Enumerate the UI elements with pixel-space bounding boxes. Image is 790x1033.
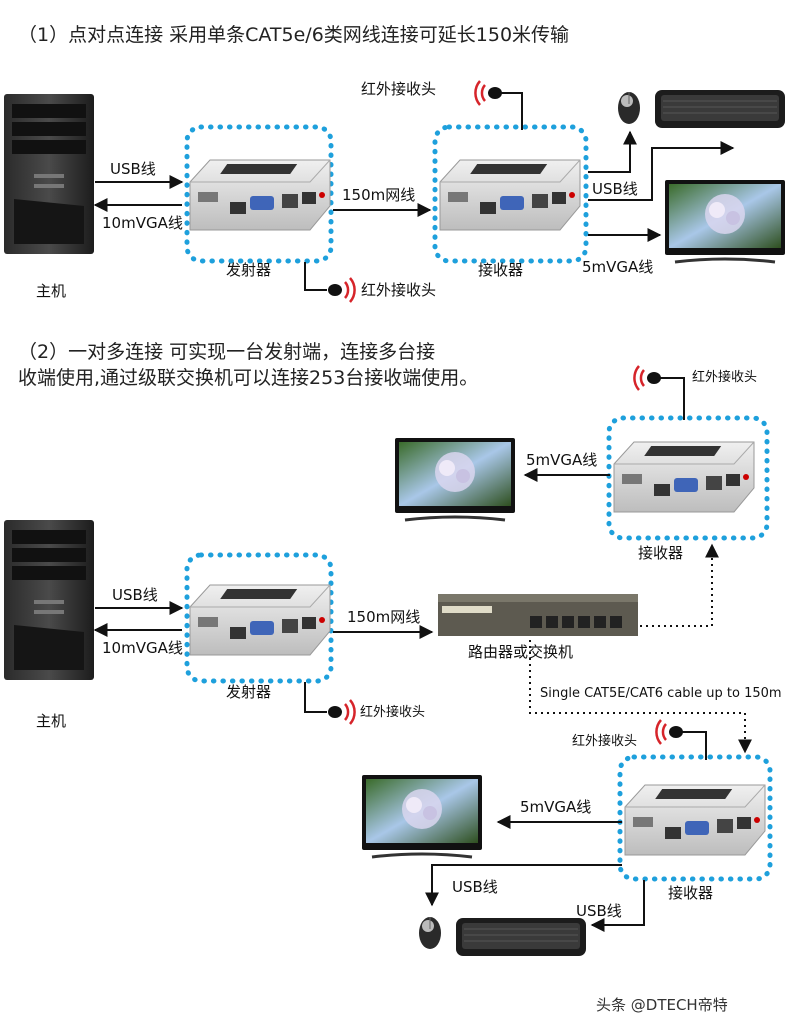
receiver-frame bbox=[432, 124, 589, 264]
section2-receiver2-usb-kb-label: USB线 bbox=[576, 902, 622, 920]
monitor-icon bbox=[663, 178, 787, 264]
section2-switch-label: 路由器或交换机 bbox=[468, 643, 574, 661]
usb-keyboard-arrow bbox=[588, 141, 735, 201]
watermark: 头条 @DTECH帝特 bbox=[596, 996, 728, 1014]
section1-transmitter-label: 发射器 bbox=[226, 261, 272, 279]
section2-ir-transmitter-label: 红外接收头 bbox=[360, 705, 426, 720]
receiver2-keyboard-icon bbox=[455, 917, 587, 957]
ir-sensor-transmitter-icon bbox=[326, 698, 356, 726]
section1 bbox=[4, 79, 787, 304]
usb-mouse-arrow bbox=[588, 130, 637, 173]
section2-receiver2-ir-label: 红外接收头 bbox=[572, 734, 638, 749]
receiver1-monitor-icon bbox=[393, 436, 517, 522]
section2-receiver1-vga-label: 5mVGA线 bbox=[526, 451, 598, 469]
receiver2-device-icon bbox=[624, 784, 766, 856]
section2-cable-note: Single CAT5E/CAT6 cable up to 150m bbox=[540, 686, 782, 701]
section1-vga-out-label: 5mVGA线 bbox=[582, 258, 654, 276]
section2-title-line2: 收端使用,通过级联交换机可以连接253台接收端使用。 bbox=[18, 367, 479, 389]
receiver1-frame bbox=[606, 415, 770, 541]
host-computer-icon bbox=[4, 94, 94, 254]
section1-receiver-label: 接收器 bbox=[478, 261, 524, 279]
receiver2-monitor-icon bbox=[360, 773, 484, 859]
host-computer-icon bbox=[4, 520, 94, 680]
keyboard-icon bbox=[654, 89, 786, 129]
receiver2-usb-mouse-arrow bbox=[425, 864, 622, 907]
section1-vga-label: 10mVGA线 bbox=[102, 214, 183, 232]
transmitter-device-icon bbox=[189, 159, 331, 231]
mouse-icon bbox=[617, 91, 641, 125]
section2-transmitter-label: 发射器 bbox=[226, 683, 272, 701]
section2-receiver1-ir-label: 红外接收头 bbox=[692, 370, 758, 385]
section1-ir-bottom-label: 红外接收头 bbox=[361, 281, 437, 299]
receiver2-frame bbox=[617, 754, 773, 882]
section2-usb-label: USB线 bbox=[112, 586, 158, 604]
receiver2-ir-icon bbox=[655, 718, 685, 746]
section2-title-line1: （2）一对多连接 可实现一台发射端，连接多台接 bbox=[18, 341, 436, 363]
section2-receiver2-label: 接收器 bbox=[668, 884, 714, 902]
section2-cable-label: 150m网线 bbox=[347, 608, 421, 626]
section2-vga-label: 10mVGA线 bbox=[102, 639, 183, 657]
section2-receiver1-label: 接收器 bbox=[638, 544, 684, 562]
section2-receiver2-usb-mouse-label: USB线 bbox=[452, 878, 498, 896]
section2-host-label: 主机 bbox=[36, 712, 67, 730]
transmitter-device-icon bbox=[189, 584, 331, 656]
section1-usb-out-label: USB线 bbox=[592, 180, 638, 198]
receiver1-ir-icon bbox=[633, 364, 663, 392]
receiver-device-icon bbox=[439, 159, 581, 231]
switch-device-icon bbox=[438, 594, 638, 636]
receiver2-usb-kb-arrow bbox=[590, 880, 645, 932]
section1-usb-label: USB线 bbox=[110, 160, 156, 178]
section1-title: （1）点对点连接 采用单条CAT5e/6类网线连接可延长150米传输 bbox=[18, 24, 570, 46]
section1-cable-label: 150m网线 bbox=[342, 186, 416, 204]
section1-host-label: 主机 bbox=[36, 282, 67, 300]
section2-receiver2-vga-label: 5mVGA线 bbox=[520, 798, 592, 816]
receiver1-device-icon bbox=[613, 441, 755, 513]
ir-sensor-bottom-icon bbox=[326, 276, 356, 304]
ir-sensor-top-icon bbox=[474, 79, 504, 107]
section1-ir-top-label: 红外接收头 bbox=[361, 80, 437, 98]
section2 bbox=[4, 364, 773, 957]
link-receiver1 bbox=[640, 543, 719, 627]
transmitter-frame bbox=[184, 552, 334, 684]
link-receiver2 bbox=[529, 640, 752, 754]
receiver2-mouse-icon bbox=[418, 916, 442, 950]
transmitter-frame bbox=[184, 124, 334, 264]
